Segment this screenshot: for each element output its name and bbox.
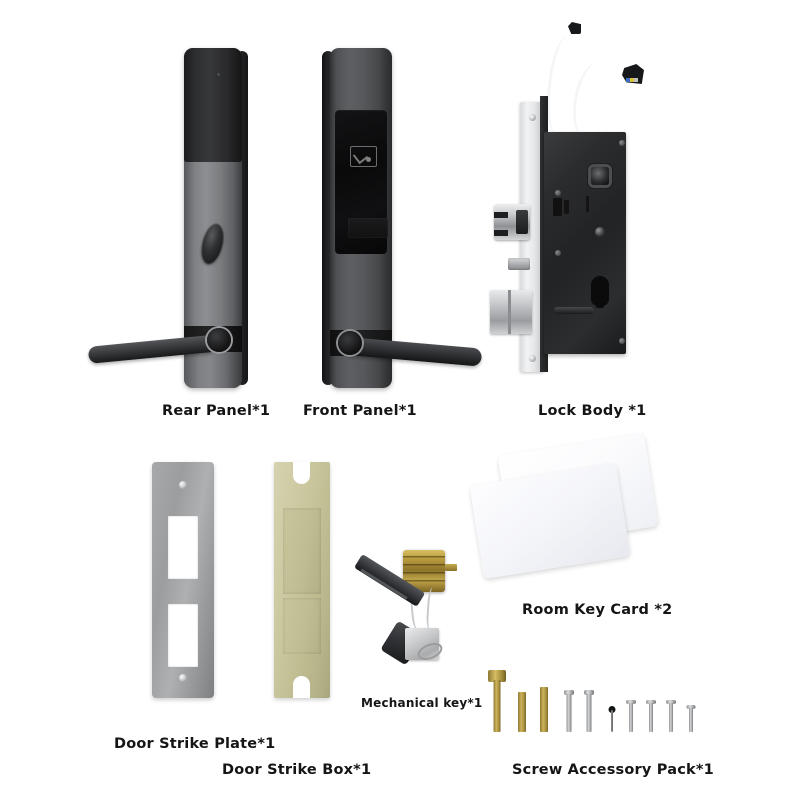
- front-lever-rosette-icon: [338, 331, 362, 355]
- lock-case-screw-4: [555, 250, 561, 256]
- cable-connector-1-icon: [568, 22, 581, 34]
- label-screw-pack: Screw Accessory Pack*1: [512, 762, 714, 778]
- faceplate-screw-bottom: [529, 355, 536, 362]
- strike-plate-icon: [152, 462, 214, 698]
- lock-case-screw-3: [555, 190, 561, 196]
- label-room-key-card: Room Key Card *2: [522, 602, 673, 618]
- label-rear-panel: Rear Panel*1: [162, 403, 271, 419]
- strike-plate-body: [152, 462, 214, 698]
- key-cylinder-tip: [445, 564, 457, 571]
- rear-panel-bottom: [184, 352, 242, 388]
- latch-notch-lower: [494, 230, 508, 236]
- strike-plate-screw-hole-bottom: [179, 674, 187, 682]
- strike-box-body: [274, 462, 330, 698]
- rear-panel-midsection: [184, 162, 242, 326]
- brass-sleeve-long-icon: [540, 687, 548, 732]
- rear-panel-icon: [87, 48, 250, 388]
- machine-screw-1-icon: [564, 690, 574, 732]
- strike-plate-screw-hole-top: [179, 481, 187, 489]
- key-cylinder-ridges: [403, 556, 445, 586]
- black-pin-screw-icon: [608, 706, 615, 732]
- deadbolt-icon: [490, 290, 532, 334]
- lock-pivot-hole: [595, 227, 605, 237]
- label-front-panel: Front Panel*1: [303, 403, 417, 419]
- strike-box-notch-bottom: [293, 676, 310, 698]
- rear-panel-top-cover: [184, 48, 242, 162]
- thumb-turn-knob-icon: [198, 222, 227, 266]
- lock-internal-bar-3: [586, 196, 589, 212]
- label-strike-box: Door Strike Box*1: [222, 762, 372, 778]
- strike-box-icon: [274, 462, 330, 698]
- screw-pack-icon: [484, 654, 700, 732]
- mechanical-key-icon: [345, 548, 465, 678]
- brass-sleeve-short-icon: [518, 692, 526, 732]
- key-ring-wire-2: [425, 587, 439, 631]
- spindle-hole-icon: [591, 167, 609, 185]
- strike-box-recess-lower: [283, 598, 321, 654]
- deadbolt-split-line: [508, 290, 511, 334]
- front-panel-icon: [322, 48, 492, 388]
- label-mechanical-key: Mechanical key*1: [361, 696, 483, 710]
- lock-case-screw-2: [619, 338, 625, 344]
- lock-case-screw-1: [619, 140, 625, 146]
- hex-head-bolt-icon: [488, 670, 506, 732]
- rear-panel-sensor-icon: [216, 72, 221, 77]
- key-tag-icon: [405, 628, 439, 660]
- rear-lever-rosette-icon: [207, 328, 231, 352]
- faceplate-screw-top: [529, 114, 536, 121]
- mortise-lock-body-icon: [490, 14, 692, 389]
- wood-screw-1-icon: [626, 700, 636, 732]
- lock-internal-bar-2: [553, 198, 562, 216]
- strike-box-recess-upper: [283, 508, 321, 594]
- machine-screw-2-icon: [584, 690, 594, 732]
- strike-plate-cutout-upper: [168, 516, 198, 579]
- card-slot-icon: [348, 218, 388, 238]
- label-strike-plate: Door Strike Plate*1: [114, 736, 276, 752]
- latch-notch-upper: [494, 212, 508, 218]
- front-panel-glass-reader: [335, 110, 388, 254]
- lock-case-groove: [554, 307, 594, 314]
- rfid-card-reader-icon: [350, 146, 377, 167]
- wood-screw-2-icon: [646, 700, 656, 732]
- lock-internal-bar-1: [564, 200, 569, 214]
- lock-case: [544, 132, 626, 354]
- key-card-front: [469, 463, 631, 579]
- latch-center-block: [516, 210, 528, 234]
- strike-plate-cutout-lower: [168, 604, 198, 667]
- dead-latch-icon: [508, 258, 530, 270]
- wood-screw-3-icon: [666, 700, 676, 732]
- cable-connector-2-icon: [622, 64, 644, 84]
- cylinder-keyhole-icon: [591, 276, 609, 308]
- strike-box-notch-top: [293, 462, 310, 484]
- wood-screw-4-icon: [686, 705, 695, 732]
- key-card-icon: [469, 433, 670, 600]
- label-lock-body: Lock Body *1: [538, 403, 647, 419]
